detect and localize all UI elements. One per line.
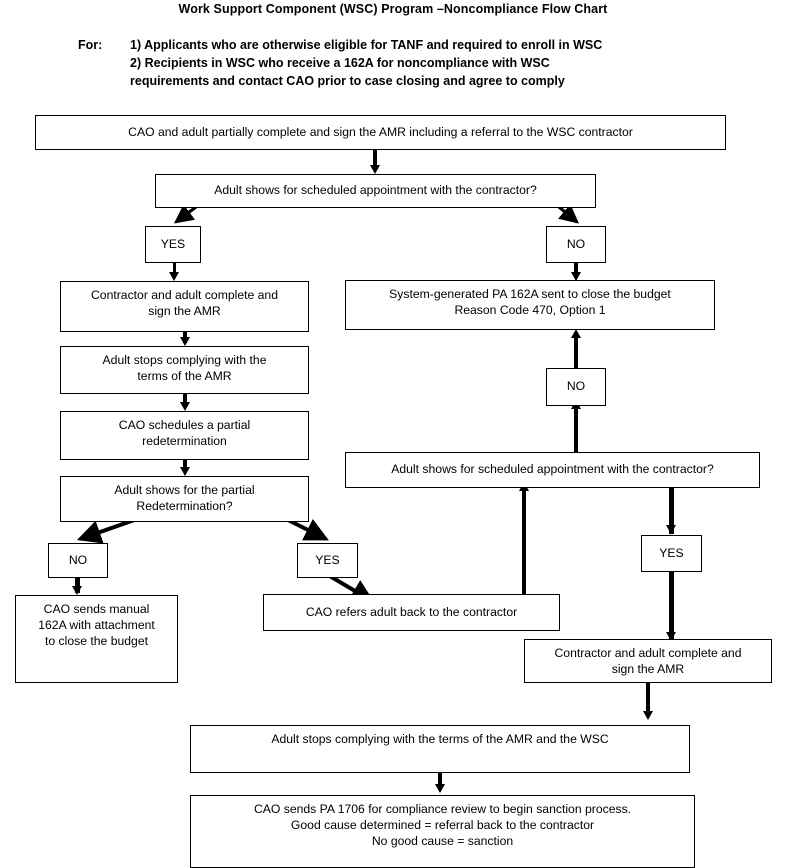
connector-n3-n5 xyxy=(173,262,176,276)
node-adult-shows-appointment-2[interactable]: Adult shows for scheduled appointment wi… xyxy=(345,452,760,488)
node-label-line2: terms of the AMR xyxy=(137,368,232,383)
node-label-line1: System-generated PA 162A sent to close t… xyxy=(389,287,671,301)
node-label-line2: Reason Code 470, Option 1 xyxy=(454,302,606,317)
node-label: YES xyxy=(160,236,186,251)
node-label: CAO sends manual 162A with attachment to… xyxy=(20,602,173,650)
node-label: Contractor and adult complete and sign t… xyxy=(65,288,304,320)
node-adult-shows-appointment-1[interactable]: Adult shows for scheduled appointment wi… xyxy=(155,174,596,208)
edge-n2-no xyxy=(557,203,579,224)
node-label: Adult stops complying with the terms of … xyxy=(65,353,304,385)
page-title: Work Support Component (WSC) Program –No… xyxy=(178,2,608,16)
arrowhead-n1-n2 xyxy=(370,165,380,174)
connector-n16-n10 xyxy=(522,487,526,595)
node-label-line2: redetermination xyxy=(142,433,227,448)
node-yes-2[interactable]: YES xyxy=(297,543,358,578)
node-label: NO xyxy=(68,552,88,567)
node-label: CAO and adult partially complete and sig… xyxy=(128,124,633,139)
arrowhead-n3-n5 xyxy=(169,272,179,281)
node-label-line1: CAO schedules a partial xyxy=(118,418,251,432)
node-label: NO xyxy=(566,379,586,394)
node-label-line2: 162A with attachment xyxy=(38,617,155,632)
node-label-line1: CAO sends PA 1706 for compliance review … xyxy=(253,802,632,816)
for-label: For: xyxy=(78,38,103,52)
node-label: CAO sends PA 1706 for compliance review … xyxy=(195,802,690,850)
arrowhead-n8-n6 xyxy=(571,329,581,338)
connector-n10-n14 xyxy=(669,487,674,534)
node-cao-sends-pa-1706[interactable]: CAO sends PA 1706 for compliance review … xyxy=(190,795,695,868)
node-label-line2: Good cause determined = referral back to… xyxy=(290,817,595,832)
node-no-1[interactable]: NO xyxy=(546,226,606,263)
node-label: Adult shows for scheduled appointment wi… xyxy=(391,462,714,477)
node-label-line3: to close the budget xyxy=(45,633,148,648)
node-cao-schedules-partial-redetermination[interactable]: CAO schedules a partial redetermination xyxy=(60,411,309,460)
node-cao-sends-manual-162a[interactable]: CAO sends manual 162A with attachment to… xyxy=(15,595,178,683)
node-no-3[interactable]: NO xyxy=(48,543,108,578)
node-label: Adult shows for the partial Redeterminat… xyxy=(65,483,304,515)
node-label: NO xyxy=(566,236,586,251)
node-label: Adult shows for scheduled appointment wi… xyxy=(214,183,537,198)
connector-n17-n18 xyxy=(646,683,650,717)
connector-n10-n8 xyxy=(574,405,578,452)
node-label-line1: CAO sends manual xyxy=(43,602,150,616)
arrowhead-n10-n14 xyxy=(666,525,676,534)
arrowhead-n12-n15 xyxy=(72,586,82,595)
node-adult-stops-complying-amr-wsc[interactable]: Adult stops complying with the terms of … xyxy=(190,725,690,773)
node-label: Contractor and adult complete and sign t… xyxy=(529,646,767,678)
node-contractor-adult-complete-1[interactable]: Contractor and adult complete and sign t… xyxy=(60,281,309,332)
connector-n12-n15 xyxy=(75,577,80,593)
node-yes-3[interactable]: YES xyxy=(641,535,702,572)
connector-n14-n17 xyxy=(669,571,674,639)
arrowhead-n4-n6 xyxy=(571,272,581,281)
node-label-line2: sign the AMR xyxy=(611,661,685,676)
node-label-line1: Contractor and adult complete and xyxy=(554,646,742,660)
node-label-line1: Contractor and adult complete and xyxy=(91,288,278,302)
node-cao-adult-partially-complete[interactable]: CAO and adult partially complete and sig… xyxy=(35,115,726,150)
for-item-1: 1) Applicants who are otherwise eligible… xyxy=(130,38,603,52)
node-no-2[interactable]: NO xyxy=(546,368,606,406)
for-item-3: requirements and contact CAO prior to ca… xyxy=(130,74,565,88)
node-label-line1: Adult shows for the partial xyxy=(114,483,255,497)
connector-n9-n11 xyxy=(183,459,187,471)
arrowhead-n17-n18 xyxy=(643,711,653,720)
connector-n18-n19 xyxy=(438,772,442,789)
node-label: Adult stops complying with the terms of … xyxy=(271,732,609,746)
arrowhead-n7-n9 xyxy=(180,402,190,411)
connector-n1-n2 xyxy=(373,149,377,168)
node-system-generated-162a[interactable]: System-generated PA 162A sent to close t… xyxy=(345,280,715,330)
edge-n2-yes xyxy=(173,204,197,224)
node-label-line3: No good cause = sanction xyxy=(371,833,514,848)
node-adult-stops-complying-1[interactable]: Adult stops complying with the terms of … xyxy=(60,346,309,394)
node-label-line2: Redetermination? xyxy=(136,498,233,513)
node-yes-1[interactable]: YES xyxy=(145,226,201,263)
arrowhead-n18-n19 xyxy=(435,784,445,793)
arrowhead-n5-n7 xyxy=(180,337,190,346)
node-label: System-generated PA 162A sent to close t… xyxy=(350,287,710,319)
connector-n7-n9 xyxy=(183,393,187,406)
node-label: YES xyxy=(315,552,340,567)
node-contractor-adult-complete-2[interactable]: Contractor and adult complete and sign t… xyxy=(524,639,772,683)
node-adult-shows-partial-redetermination[interactable]: Adult shows for the partial Redeterminat… xyxy=(60,476,309,522)
node-label-line1: Adult stops complying with the xyxy=(102,353,267,367)
connector-n4-n6 xyxy=(574,262,578,276)
connector-n8-n6 xyxy=(574,334,578,368)
arrowhead-n14-n17 xyxy=(666,632,676,641)
node-cao-refers-adult-back[interactable]: CAO refers adult back to the contractor xyxy=(263,594,560,631)
node-label-line2: sign the AMR xyxy=(148,303,221,318)
arrowhead-n9-n11 xyxy=(180,467,190,476)
node-label: CAO schedules a partial redetermination xyxy=(65,418,304,450)
node-label: YES xyxy=(659,545,684,560)
for-item-2: 2) Recipients in WSC who receive a 162A … xyxy=(130,56,550,70)
node-label: CAO refers adult back to the contractor xyxy=(305,604,518,619)
